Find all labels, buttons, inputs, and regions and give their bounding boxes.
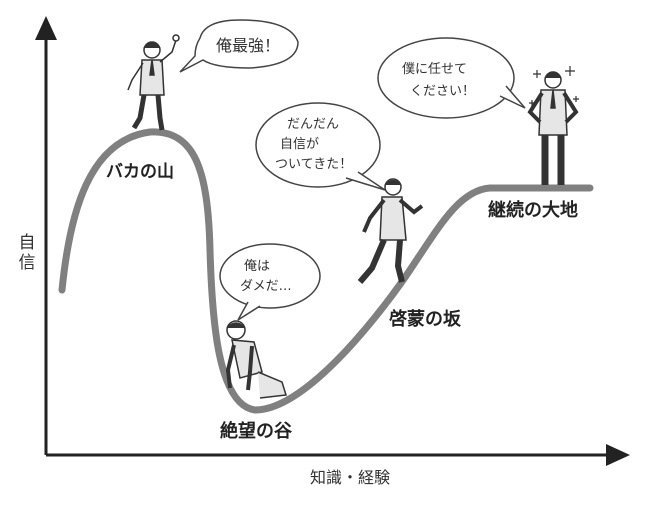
torso [379,196,407,241]
arm [127,62,144,91]
businessman-figure-valley [225,320,287,399]
bubble-shape [377,37,515,119]
bubble-text-line-2: ください！ [410,84,475,99]
tie [550,89,556,109]
raised-arm [159,39,177,63]
legs [257,371,287,399]
stage-label-peak: バカの山 [106,162,174,182]
bubble-tail [237,301,261,321]
hair [544,72,562,79]
bubble-shape [179,19,299,73]
bubble-text-line-3: ついてきた！ [275,157,352,172]
hair [384,179,402,186]
arm-right [246,345,254,391]
fist [172,34,180,42]
bubble-text-line-2: 自信が [280,137,319,152]
axes [35,16,630,466]
torso [139,59,165,96]
sparkle-icon [529,100,535,106]
speech-bubble-peak: 俺最強！ [179,19,299,73]
bubble-shape [255,102,381,188]
torso [231,339,263,379]
tie [149,59,155,76]
y-axis-arrowhead [35,16,57,40]
businessman-figure-peak [127,34,180,131]
arm-back [362,198,386,233]
arm-left [225,344,236,389]
leg-front [394,239,405,283]
bubble-text-line-2: ダメだ… [240,279,292,294]
businessman-figure-plateau [527,71,579,185]
bubble-text-line: 俺最強！ [216,36,280,55]
bubble-text-line-1: 僕に任せて [402,62,467,77]
x-axis-arrowhead [606,444,630,466]
sparkle-icons [529,66,579,106]
stage-label-slope: 啓蒙の坂 [389,308,462,330]
sparkle-icon [533,70,541,78]
arm-forward [398,198,424,215]
bubble-text-line-1: 俺は [244,259,270,274]
stage-label-valley: 絶望の谷 [220,420,293,442]
leg-back [357,238,387,284]
hair [143,42,161,49]
sparkle-icon [565,66,575,76]
leg-right [155,94,165,131]
stage-label-plateau: 継続の大地 [488,199,578,221]
hair [226,322,246,329]
speech-bubble-slope: だんだん 自信が ついてきた！ [255,102,386,191]
leg-left [131,94,147,130]
confidence-curve [58,128,594,414]
speech-bubble-valley: 俺は ダメだ… [219,243,321,321]
bubble-text-line-1: だんだん [287,117,339,132]
x-axis-label: 知識・経験 [310,468,390,487]
y-axis-label-char-1: 自 [19,233,36,253]
speech-bubble-plateau: 僕に任せて ください！ [377,37,526,119]
sparkle-icon [573,96,579,102]
y-axis-label-char-2: 信 [19,253,36,273]
arm-right [562,91,579,124]
bubble-tail [499,85,526,109]
businessman-figure-slope [357,178,424,284]
bubble-shape [219,243,321,309]
arm-left [527,91,544,124]
